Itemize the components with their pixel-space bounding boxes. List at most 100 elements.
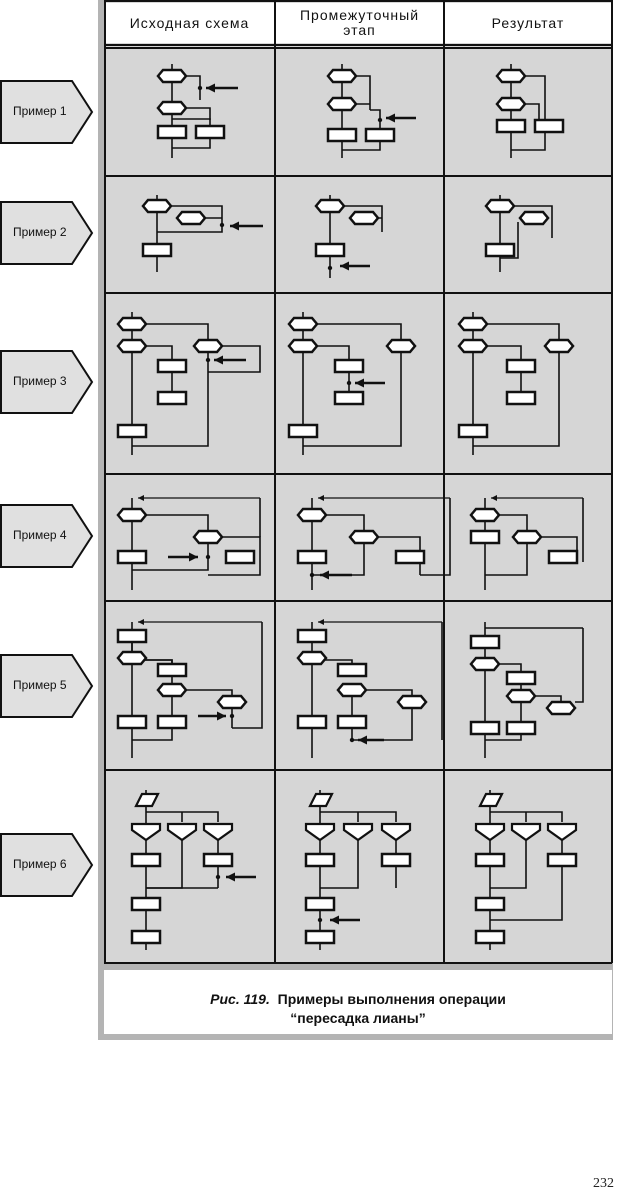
grid-line [274, 0, 276, 963]
condition-block [326, 96, 358, 112]
action-block [336, 714, 368, 730]
action-block [130, 929, 162, 945]
action-block [156, 662, 188, 678]
switch-block [546, 822, 578, 842]
action-block [457, 423, 489, 439]
arrow-head [340, 261, 349, 271]
action-block [333, 358, 365, 374]
arrow-head [217, 711, 226, 721]
connector-line [132, 659, 173, 741]
condition-block [543, 338, 575, 354]
connector-line [172, 139, 211, 149]
action-block [533, 118, 565, 134]
action-block [495, 118, 527, 134]
connector-line [303, 323, 402, 447]
condition-block [116, 650, 148, 666]
action-block [156, 714, 188, 730]
condition-block [116, 316, 148, 332]
page-number: 232 [593, 1176, 614, 1191]
action-block [546, 852, 578, 868]
condition-block [156, 68, 188, 84]
condition-block [511, 529, 543, 545]
condition-block [348, 529, 380, 545]
grid-line [104, 175, 612, 177]
row-label-example-3: Пример 3 [0, 350, 96, 414]
action-block [505, 390, 537, 406]
action-block [505, 358, 537, 374]
condition-block [156, 682, 188, 698]
grid-line [443, 0, 445, 963]
connector-line [511, 75, 546, 151]
action-block [116, 423, 148, 439]
action-block [296, 714, 328, 730]
condition-block [495, 96, 527, 112]
row-label-text: Пример 5 [13, 678, 67, 692]
row-label-example-2: Пример 2 [0, 201, 96, 265]
action-block [116, 549, 148, 565]
junction-dot [327, 265, 333, 271]
action-block [364, 127, 396, 143]
grid-line [104, 769, 612, 771]
condition-block [116, 507, 148, 523]
connector-line [232, 622, 263, 729]
condition-block [296, 507, 328, 523]
input-block [308, 792, 334, 808]
arrow-head [206, 83, 215, 93]
action-block [474, 896, 506, 912]
action-block [116, 628, 148, 644]
action-block [484, 242, 516, 258]
condition-block [396, 694, 428, 710]
connector-line [312, 514, 365, 576]
action-block [304, 896, 336, 912]
caption-title-line2: “пересадка лианы” [290, 1010, 426, 1026]
action-block [469, 529, 501, 545]
condition-block [192, 338, 224, 354]
arrow-head [318, 495, 324, 501]
switch-block [202, 822, 234, 842]
action-block [304, 852, 336, 868]
arrow-head [138, 619, 144, 625]
connector-line [146, 811, 219, 822]
condition-block [287, 338, 319, 354]
condition-block [469, 507, 501, 523]
connector-line [320, 811, 397, 822]
action-block [333, 390, 365, 406]
grid-line [611, 0, 613, 963]
action-block [394, 549, 426, 565]
action-block [469, 634, 501, 650]
arrow-head [226, 872, 235, 882]
row-label-text: Пример 4 [13, 528, 67, 542]
condition-block [518, 210, 550, 226]
connector-line [420, 498, 451, 576]
condition-block [505, 688, 537, 704]
connector-line [575, 628, 584, 703]
grid-line [104, 0, 612, 2]
connector-line [132, 346, 209, 447]
action-block [156, 124, 188, 140]
condition-block [545, 700, 577, 716]
condition-block [175, 210, 207, 226]
grid-line [104, 473, 612, 475]
connector-line [485, 514, 528, 576]
caption-title-line1: Примеры выполнения операции [277, 991, 506, 1007]
connector-line [473, 323, 560, 447]
action-block [547, 549, 579, 565]
junction-dot [229, 713, 235, 719]
connector-line [500, 205, 553, 238]
condition-block [116, 338, 148, 354]
connector-line [208, 345, 261, 373]
connector-line [490, 811, 563, 822]
switch-block [304, 822, 336, 842]
row-label-text: Пример 6 [13, 857, 67, 871]
grid-line [104, 0, 106, 963]
action-block [296, 628, 328, 644]
row-label-example-1: Пример 1 [0, 80, 96, 144]
connector-line [320, 838, 359, 889]
connector-line [208, 536, 261, 576]
switch-block [130, 822, 162, 842]
action-block [505, 670, 537, 686]
arrow-head [386, 113, 395, 123]
action-block [314, 242, 346, 258]
condition-block [336, 682, 368, 698]
